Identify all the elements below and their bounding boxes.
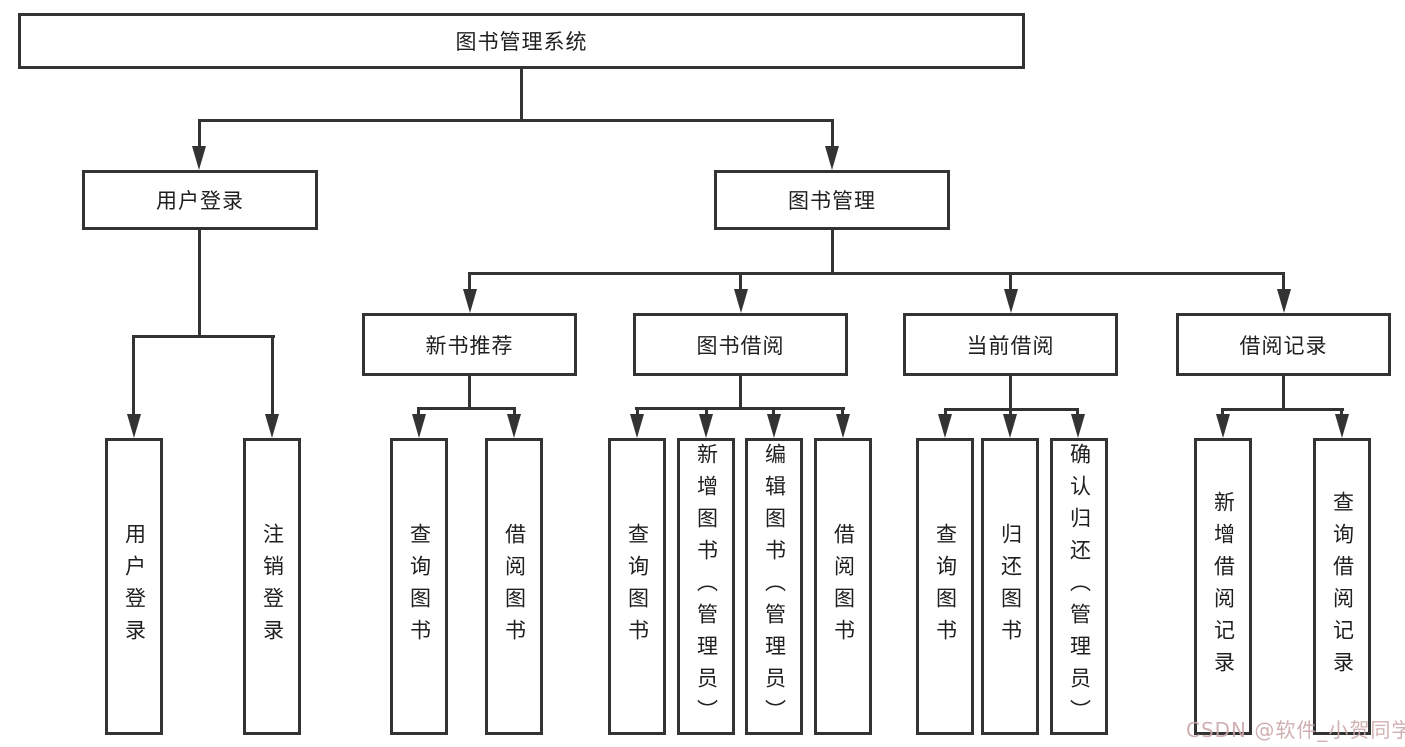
node-book-management: 图书管理	[714, 170, 950, 230]
leaf-nbr-borrow-book-label: 借阅图书	[502, 522, 527, 651]
node-user-login: 用户登录	[82, 170, 318, 230]
arrowhead-ul-login	[127, 414, 141, 438]
connector-drop-nbr-query	[417, 407, 420, 417]
connector-book-management-stem	[831, 230, 834, 272]
leaf-cb-confirm-return-label: 确认归还（管理员）	[1067, 442, 1092, 731]
arrowhead-nbr-query	[412, 414, 426, 438]
connector-drop-br-add	[1221, 408, 1224, 417]
connector-drop-ul-logout	[271, 335, 274, 415]
leaf-cb-query-book: 查询图书	[916, 438, 974, 735]
arrowhead-br-query	[1335, 414, 1349, 438]
node-current-borrow: 当前借阅	[903, 313, 1118, 376]
leaf-bb-query-book: 查询图书	[608, 438, 666, 735]
leaf-logout: 注销登录	[243, 438, 301, 735]
arrowhead-bb-query	[630, 414, 644, 438]
connector-bb-hline	[635, 407, 845, 410]
arrowhead-ul-logout	[265, 414, 279, 438]
leaf-nbr-query-book-label: 查询图书	[407, 522, 432, 651]
connector-root-hline	[198, 119, 834, 122]
node-new-book-recommend: 新书推荐	[362, 313, 577, 376]
leaf-cb-return-book-label: 归还图书	[998, 522, 1023, 651]
arrowhead-book-borrow	[734, 289, 748, 313]
leaf-br-query-record-label: 查询借阅记录	[1330, 490, 1355, 683]
connector-drop-cb-return	[1009, 408, 1012, 417]
connector-drop-current-borrow	[1009, 272, 1012, 292]
connector-drop-user-login	[198, 119, 201, 147]
node-book-borrow: 图书借阅	[633, 313, 848, 376]
connector-br-hline	[1221, 408, 1344, 411]
connector-drop-borrow-record	[1282, 272, 1285, 292]
arrowhead-new-book	[463, 289, 477, 313]
leaf-bb-edit-book: 编辑图书（管理员）	[745, 438, 803, 735]
arrowhead-current-borrow	[1004, 289, 1018, 313]
connector-drop-bb-borrow	[841, 407, 844, 417]
connector-nbr-hline	[417, 407, 516, 410]
connector-user-login-hline	[132, 335, 275, 338]
connector-cb-stem	[1009, 376, 1012, 408]
connector-drop-br-query	[1340, 408, 1343, 417]
csdn-watermark: CSDN @软件_小贺同学	[1186, 718, 1405, 742]
connector-drop-bb-add	[705, 407, 708, 417]
connector-drop-cb-query	[944, 408, 947, 417]
arrowhead-nbr-borrow	[507, 414, 521, 438]
connector-root-stem	[520, 69, 523, 119]
node-borrow-record: 借阅记录	[1176, 313, 1391, 376]
connector-drop-book-management	[831, 119, 834, 147]
arrowhead-book-management	[825, 146, 839, 170]
leaf-bb-borrow-book-label: 借阅图书	[831, 522, 856, 651]
arrowhead-bb-edit	[767, 414, 781, 438]
leaf-bb-add-book-label: 新增图书（管理员）	[694, 442, 719, 731]
connector-nbr-stem	[468, 376, 471, 407]
connector-level3-hline	[468, 272, 1285, 275]
leaf-cb-return-book: 归还图书	[981, 438, 1039, 735]
arrowhead-cb-return	[1003, 414, 1017, 438]
arrowhead-cb-query	[938, 414, 952, 438]
leaf-logout-label: 注销登录	[260, 522, 285, 651]
leaf-bb-edit-book-label: 编辑图书（管理员）	[762, 442, 787, 731]
leaf-bb-add-book: 新增图书（管理员）	[677, 438, 735, 735]
leaf-br-add-record: 新增借阅记录	[1194, 438, 1252, 735]
connector-drop-nbr-borrow	[513, 407, 516, 417]
connector-bb-stem	[739, 376, 742, 407]
leaf-cb-query-book-label: 查询图书	[933, 522, 958, 651]
leaf-nbr-query-book: 查询图书	[390, 438, 448, 735]
leaf-bb-query-book-label: 查询图书	[625, 522, 650, 651]
arrowhead-cb-confirm	[1071, 414, 1085, 438]
arrowhead-bb-add	[699, 414, 713, 438]
arrowhead-bb-borrow	[836, 414, 850, 438]
leaf-nbr-borrow-book: 借阅图书	[485, 438, 543, 735]
connector-br-stem	[1282, 376, 1285, 408]
leaf-br-query-record: 查询借阅记录	[1313, 438, 1371, 735]
leaf-br-add-record-label: 新增借阅记录	[1211, 490, 1236, 683]
arrowhead-br-add	[1216, 414, 1230, 438]
arrowhead-borrow-record	[1277, 289, 1291, 313]
connector-drop-book-borrow	[739, 272, 742, 292]
connector-user-login-stem	[198, 230, 201, 335]
connector-drop-cb-confirm	[1076, 408, 1079, 417]
connector-drop-new-book	[468, 272, 471, 292]
connector-drop-ul-login	[132, 335, 135, 415]
connector-drop-bb-query	[636, 407, 639, 417]
leaf-cb-confirm-return: 确认归还（管理员）	[1050, 438, 1108, 735]
leaf-user-login: 用户登录	[105, 438, 163, 735]
leaf-user-login-label: 用户登录	[122, 522, 147, 651]
leaf-bb-borrow-book: 借阅图书	[814, 438, 872, 735]
node-root-library-system: 图书管理系统	[18, 13, 1025, 69]
connector-drop-bb-edit	[772, 407, 775, 417]
arrowhead-user-login	[192, 146, 206, 170]
